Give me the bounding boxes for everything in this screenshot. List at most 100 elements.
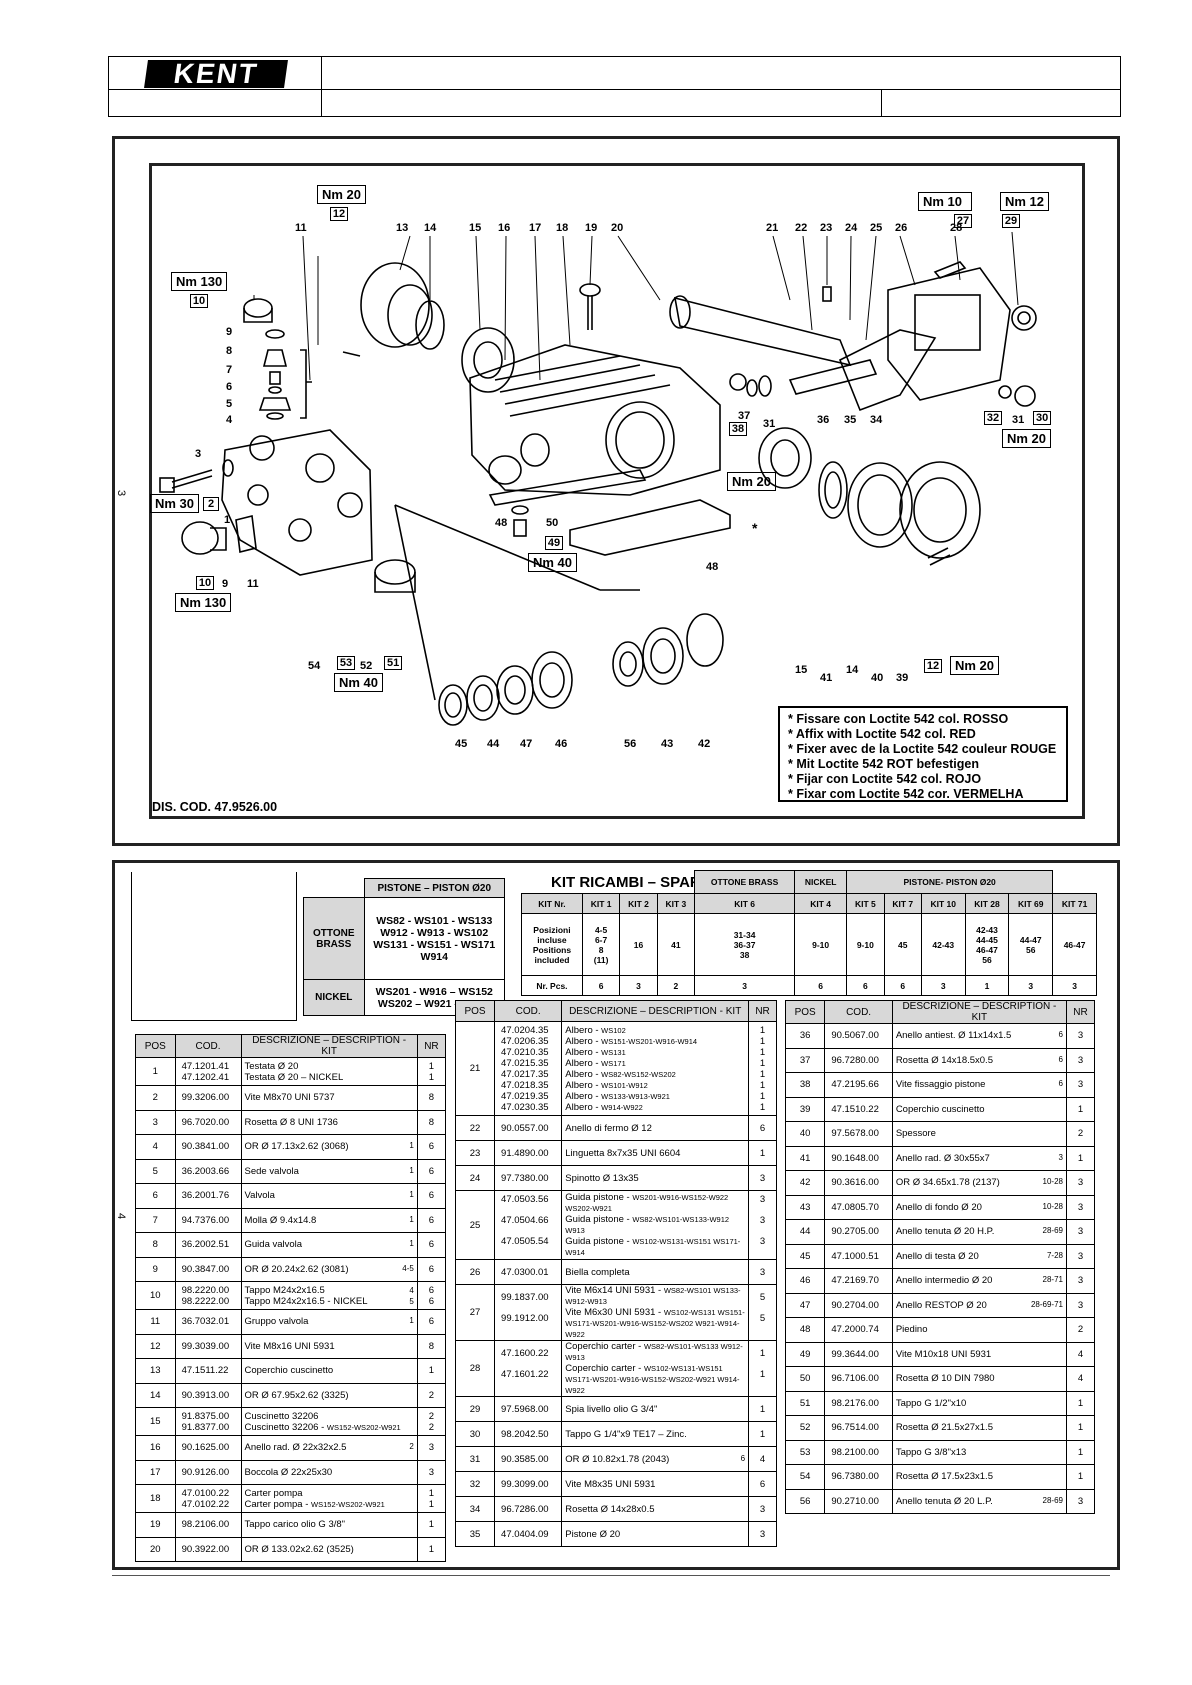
code-cell: 36.2002.51: [174, 1232, 242, 1258]
note-line: * Fissare con Loctite 542 col. ROSSO: [788, 712, 1009, 726]
code-cell: 90.2710.00: [824, 1488, 893, 1514]
kit-ref: 3: [1058, 1152, 1063, 1162]
description-cell: Spessore: [891, 1121, 1067, 1147]
kit-name: KIT 6: [694, 893, 796, 914]
qty-cell: 4: [1065, 1366, 1096, 1392]
kit-positions: 16: [619, 913, 658, 976]
code-cell: 47.1510.22: [824, 1096, 893, 1122]
description-cell: Biella completa: [561, 1259, 750, 1285]
kit-table: OTTONE BRASS NICKEL PISTONE- PISTON Ø20 …: [521, 870, 1097, 996]
qty-cell: 1: [1065, 1145, 1096, 1171]
qty-cell: 1: [748, 1396, 777, 1422]
torque-callout: Nm 130 10: [171, 272, 228, 308]
qty-cell: 4: [1065, 1341, 1096, 1367]
pos-cell: 46: [784, 1268, 826, 1294]
part-number-label: 4: [226, 414, 233, 426]
description-cell: Coperchio carter - WS82-WS101-WS133 W912…: [561, 1340, 750, 1397]
description-cell: Tappo carico olio G 3/8": [240, 1512, 418, 1538]
description-cell: Vite M10x18 UNI 5931: [891, 1341, 1067, 1367]
kit-pcs: 2: [656, 975, 696, 996]
pos-cell: 29: [454, 1396, 496, 1422]
qty-cell: 8: [416, 1333, 447, 1359]
pos-cell: 48: [784, 1317, 826, 1343]
code-cell: 90.3585.00: [494, 1446, 563, 1472]
note-line: * Fixar com Loctite 542 cor. VERMELHA: [788, 787, 1024, 801]
loctite-note: * Fissare con Loctite 542 col. ROSSO * A…: [778, 706, 1068, 802]
part-number-label: 5: [226, 398, 233, 410]
pos-cell: 35: [454, 1521, 496, 1547]
side-page-number-bottom: 4: [115, 1212, 128, 1220]
qty-cell: 1: [748, 1140, 777, 1166]
pos-cell: 23: [454, 1140, 496, 1166]
kit-pcs: 6: [883, 975, 922, 996]
part-number-label: 37: [738, 410, 751, 422]
part-number-label: 23: [820, 222, 833, 234]
qty-cell: 6: [748, 1115, 777, 1141]
kit-ref: 5: [409, 1296, 414, 1306]
part-number-label: 50: [546, 517, 559, 529]
code-cell: 98.2176.00: [824, 1390, 893, 1416]
column-header-pos: POS: [784, 1000, 826, 1024]
qty-cell: 6: [416, 1256, 447, 1282]
note-line: * Fixer avec de la Loctite 542 couleur R…: [788, 742, 1057, 756]
pos-cell: 54: [784, 1464, 826, 1490]
pos-cell: 7: [135, 1207, 176, 1233]
torque-callout: 49 Nm 40: [528, 536, 578, 572]
part-number-label: 44: [487, 738, 500, 750]
description-cell: Rosetta Ø 17.5x23x1.5: [891, 1464, 1067, 1490]
qty-cell: 3: [416, 1459, 447, 1485]
kit-name: KIT 5: [846, 893, 885, 914]
column-header-cod: COD.: [824, 1000, 893, 1024]
torque-callout: Nm 20 12: [317, 185, 367, 221]
code-cell: 99.3644.00: [824, 1341, 893, 1367]
part-number-label: 26: [895, 222, 908, 234]
torque-callout: 38 Nm 20: [727, 422, 777, 491]
part-number-label: 11: [295, 222, 307, 234]
pos-cell: 15: [135, 1407, 176, 1436]
qty-cell: 6: [416, 1207, 447, 1233]
part-number-label: 46: [555, 738, 568, 750]
torque-callout: 10 Nm 130: [175, 576, 232, 612]
kit-pcs: 3: [920, 975, 966, 996]
qty-cell: 3: [748, 1165, 777, 1191]
pos-cell: 13: [135, 1358, 176, 1384]
pos-cell: 3: [135, 1109, 176, 1135]
qty-cell: 6: [416, 1183, 447, 1209]
note-line: * Mit Loctite 542 ROT befestigen: [788, 757, 980, 771]
part-number-label: 40: [871, 672, 884, 684]
pos-cell: 28: [454, 1340, 496, 1397]
kit-ref: 4: [409, 1285, 414, 1295]
description-cell: Tappo G 3/8"x13: [891, 1439, 1067, 1465]
description-cell: Spinotto Ø 13x35: [561, 1165, 750, 1191]
pos-cell: 17: [135, 1459, 176, 1485]
part-number-label: 16: [498, 222, 511, 234]
code-cell: 98.2042.50: [494, 1421, 563, 1447]
description-cell: Piedino: [891, 1317, 1067, 1343]
pos-cell: 9: [135, 1256, 176, 1282]
kit-pcs: 3: [619, 975, 658, 996]
pos-cell: 11: [135, 1309, 176, 1335]
kit-ref: 28-69: [1042, 1495, 1063, 1505]
